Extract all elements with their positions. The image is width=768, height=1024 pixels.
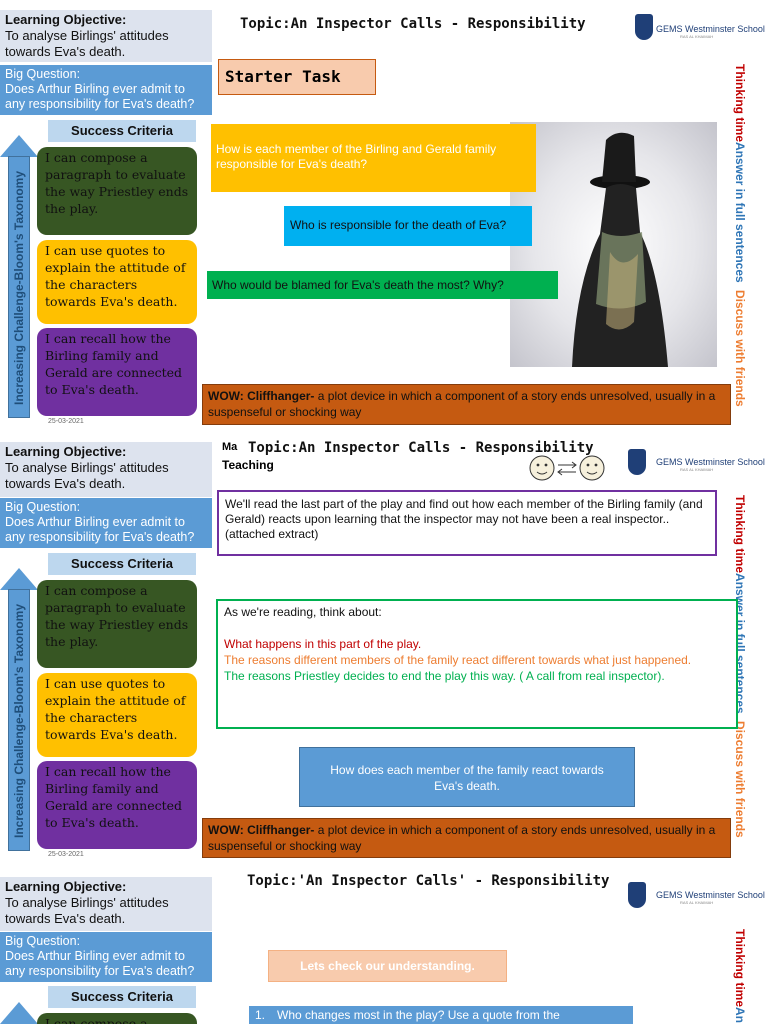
objective-label: Learning Objective: [5, 879, 127, 894]
school-name: GEMS Westminster School [656, 890, 765, 900]
wow-label: WOW: Cliffhanger- [208, 823, 315, 837]
question-who-responsible: Who is responsible for the death of Eva? [284, 206, 532, 246]
pair-faces-icon [528, 453, 608, 483]
side-prompts: Thinking time Answer in full sentences D… [732, 64, 750, 407]
wow-label: WOW: Cliffhanger- [208, 389, 315, 403]
criterion-quotes: I can use quotes to explain the attitude… [37, 673, 197, 757]
school-subtitle: RAS AL KHAIMAH [680, 34, 714, 39]
slide-topic: Topic:'An Inspector Calls' - Responsibil… [247, 873, 610, 889]
faces-icon [529, 455, 605, 481]
side-thinking: Thinking time [733, 495, 747, 573]
taxonomy-label: Increasing Challenge-Bloom's Taxonomy [12, 604, 26, 839]
wow-text: a plot device in which a component of a … [208, 389, 716, 419]
criterion-compose: I can compose a paragraph to evaluate th… [37, 147, 197, 235]
success-criteria-title: Success Criteria [48, 986, 196, 1008]
wow-definition: WOW: Cliffhanger- a plot device in which… [202, 818, 731, 858]
side-thinking: Thinking time [733, 64, 747, 142]
school-shield-icon [635, 14, 653, 40]
taxonomy-arrow [8, 589, 30, 851]
wow-definition: WOW: Cliffhanger- a plot device in which… [202, 384, 731, 425]
success-criteria-title: Success Criteria [48, 553, 196, 575]
side-discuss: Discuss with friends [733, 290, 747, 407]
school-subtitle: RAS AL KHAIMAH [680, 467, 714, 472]
side-thinking: Thinking time [733, 929, 747, 1007]
learning-objective: Learning Objective: To analyse Birlings'… [0, 877, 212, 931]
ma-label: Ma [222, 441, 238, 453]
check-understanding: Lets check our understanding. [268, 950, 507, 982]
criterion-compose: I can compose a [37, 1013, 197, 1024]
arrow-up-icon [0, 1002, 38, 1024]
think-orange: The reasons different members of the fam… [224, 653, 692, 667]
big-question-text: Does Arthur Birling ever admit to any re… [5, 949, 195, 978]
teaching-label: Teaching [222, 458, 274, 472]
criterion-quotes: I can use quotes to explain the attitude… [37, 240, 197, 324]
school-name: GEMS Westminster School [656, 457, 765, 467]
think-red: What happens in this part of the play. [224, 637, 422, 651]
school-name: GEMS Westminster School [656, 24, 765, 34]
taxonomy-arrow [8, 156, 30, 418]
learning-objective: Learning Objective: To analyse Birlings'… [0, 10, 212, 62]
think-green: The reasons Priestley decides to end the… [224, 669, 665, 683]
big-question-label: Big Question: [5, 500, 81, 514]
family-react-box: How does each member of the family react… [299, 747, 635, 807]
objective-label: Learning Objective: [5, 444, 127, 459]
inspector-silhouette-icon [572, 132, 668, 367]
side-discuss: Discuss with friends [733, 721, 747, 838]
objective-text: To analyse Birlings' attitudes towards E… [5, 460, 169, 491]
side-prompts: Thinking time An [732, 929, 750, 1024]
inspector-illustration [510, 122, 717, 367]
slide-1: Learning Objective: To analyse Birlings'… [0, 0, 768, 430]
slide-topic: Topic:An Inspector Calls - Responsibilit… [240, 16, 586, 32]
big-question: Big Question: Does Arthur Birling ever a… [0, 932, 212, 982]
big-question-text: Does Arthur Birling ever admit to any re… [5, 515, 195, 544]
side-answer: An [733, 1007, 747, 1023]
school-shield-icon [628, 882, 646, 908]
taxonomy-label: Increasing Challenge-Bloom's Taxonomy [12, 171, 26, 406]
question-1: 1. Who changes most in the play? Use a qu… [249, 1006, 633, 1024]
big-question-label: Big Question: [5, 67, 81, 81]
think-about-box: As we're reading, think about: What happ… [216, 599, 738, 729]
big-question-text: Does Arthur Birling ever admit to any re… [5, 82, 195, 111]
criterion-recall: I can recall how the Birling family and … [37, 328, 197, 416]
big-question: Big Question: Does Arthur Birling ever a… [0, 498, 212, 548]
question-blamed-most: Who would be blamed for Eva's death the … [207, 271, 558, 299]
slide-date: 25-03-2021 [48, 851, 84, 858]
slide-3: Learning Objective: To analyse Birlings'… [0, 873, 768, 1024]
arrow-up-icon [0, 568, 38, 590]
school-subtitle: RAS AL KHAIMAH [680, 900, 714, 905]
question-1-number: 1. [255, 1008, 266, 1022]
reading-intro-box: We'll read the last part of the play and… [217, 490, 717, 556]
objective-text: To analyse Birlings' attitudes towards E… [5, 28, 169, 59]
starter-task: Starter Task [218, 59, 376, 95]
objective-label: Learning Objective: [5, 12, 127, 27]
big-question: Big Question: Does Arthur Birling ever a… [0, 65, 212, 115]
big-question-label: Big Question: [5, 934, 81, 948]
arrow-up-icon [0, 135, 38, 157]
criterion-compose: I can compose a paragraph to evaluate th… [37, 580, 197, 668]
school-shield-icon [628, 449, 646, 475]
wow-text: a plot device in which a component of a … [208, 823, 716, 853]
side-answer: Answer in full sentences [733, 142, 747, 283]
question-responsible-each: How is each member of the Birling and Ge… [211, 124, 536, 192]
slide-topic: Topic:An Inspector Calls - Responsibilit… [248, 440, 594, 456]
slide-2: Learning Objective: To analyse Birlings'… [0, 437, 768, 867]
success-criteria-title: Success Criteria [48, 120, 196, 142]
criterion-recall: I can recall how the Birling family and … [37, 761, 197, 849]
slide-date: 25-03-2021 [48, 418, 84, 425]
question-1-text: Who changes most in the play? Use a quot… [277, 1008, 560, 1022]
objective-text: To analyse Birlings' attitudes towards E… [5, 895, 169, 926]
think-title: As we're reading, think about: [224, 605, 382, 619]
learning-objective: Learning Objective: To analyse Birlings'… [0, 442, 212, 497]
